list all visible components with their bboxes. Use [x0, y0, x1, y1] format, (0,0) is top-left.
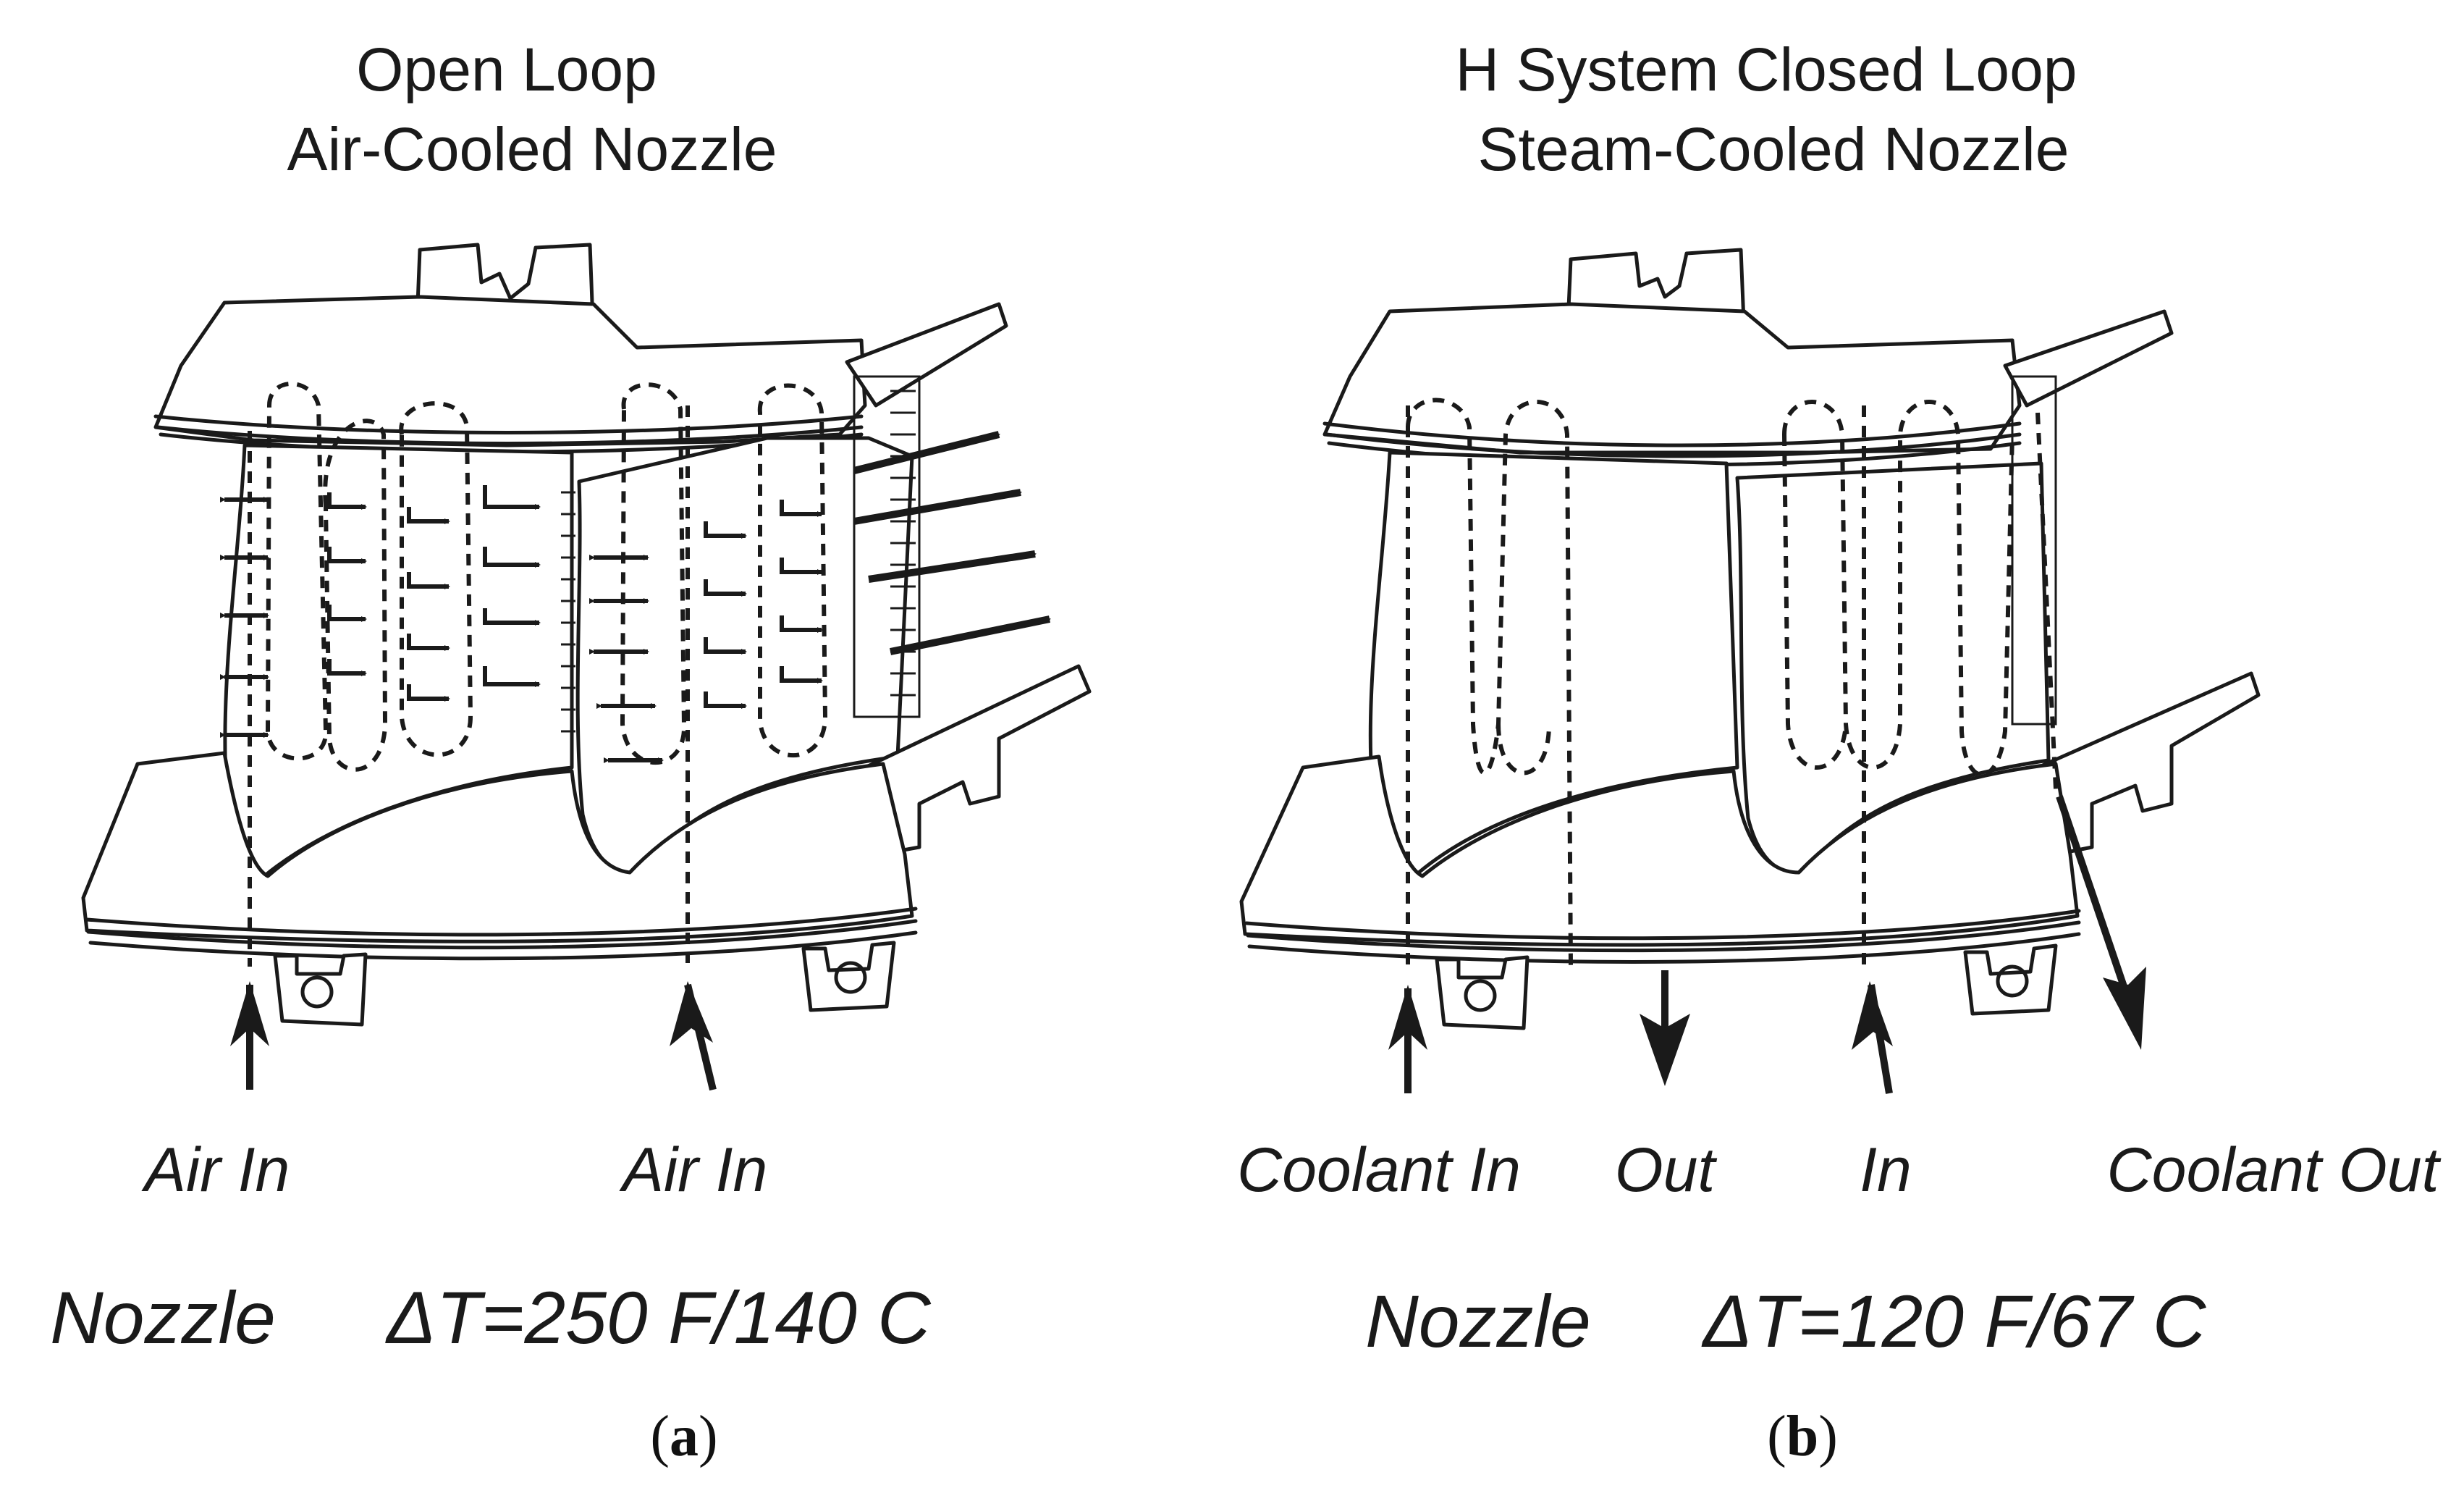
in-label: In: [1860, 1135, 1912, 1205]
panel-b-delta-t: ΔT=120 F/67 C: [1702, 1280, 2207, 1363]
panel-b-title-line1: H System Closed Loop: [1455, 35, 2077, 104]
coolant-out-arrow: [2056, 795, 2146, 1050]
air-in-label-right: Air In: [619, 1135, 768, 1205]
panel-a-delta-t: ΔT=250 F/140 C: [385, 1277, 932, 1359]
cavity-a2: [323, 419, 388, 772]
coolant-in-label: Coolant In: [1237, 1135, 1521, 1205]
air-cooled-nozzle-drawing: [81, 243, 1092, 1091]
outer-band-a: [153, 295, 867, 447]
panel-a-title-line1: Open Loop: [356, 35, 657, 104]
coolant-in-arrow: [1388, 985, 1427, 1093]
inner-band-b: [1239, 754, 2080, 947]
panel-a-caption: (a): [650, 1405, 717, 1468]
panel-a-title-line2: Air-Cooled Nozzle: [287, 115, 777, 183]
panel-b-caption: (b): [1767, 1405, 1838, 1468]
impingement-arrows-a: [220, 485, 823, 763]
panel-b: H System Closed Loop Steam-Cooled Nozzle: [1237, 35, 2442, 1468]
outer-band-b: [1322, 302, 2022, 455]
coolant-out-label: Coolant Out: [2107, 1135, 2442, 1205]
cavity-a1: [265, 382, 329, 761]
in-arrow: [1852, 981, 1893, 1094]
panel-a-nozzle-word: Nozzle: [50, 1277, 276, 1359]
out-arrow: [1640, 970, 1690, 1086]
air-inlet-arrow-left: [230, 981, 269, 1090]
steam-cooled-nozzle-drawing: [1239, 248, 2261, 1094]
air-inlet-arrow-right: [670, 981, 717, 1091]
panel-b-nozzle-word: Nozzle: [1365, 1280, 1591, 1363]
exit-flow-arrows: [853, 431, 1051, 655]
inner-band-a: [81, 751, 914, 943]
panel-b-title-line2: Steam-Cooled Nozzle: [1477, 115, 2069, 183]
panel-a: Open Loop Air-Cooled Nozzle: [50, 35, 1092, 1468]
out-label: Out: [1615, 1135, 1718, 1205]
air-in-label-left: Air In: [141, 1135, 290, 1205]
